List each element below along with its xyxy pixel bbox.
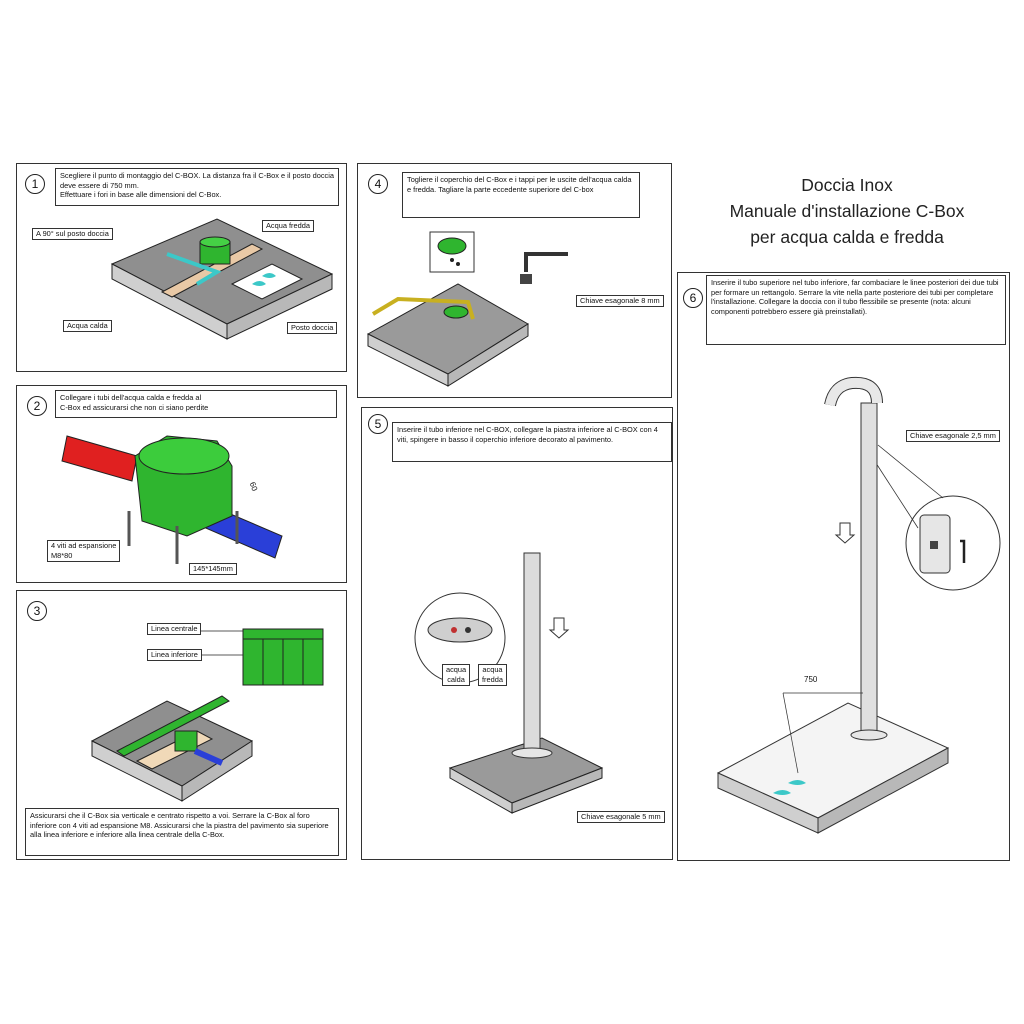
step-5-cold-water-label: acqua fredda xyxy=(478,664,507,686)
step-4-instructions: Togliere il coperchio del C-Box e i tapp… xyxy=(402,172,640,218)
step-4-illustration xyxy=(366,231,568,387)
step-1-hot-water-label: Acqua calda xyxy=(63,320,112,332)
step-4-panel: 4 Togliere il coperchio del C-Box e i ta… xyxy=(357,163,672,398)
step-1-number: 1 xyxy=(25,174,45,194)
step-1-angle-label: A 90° sul posto doccia xyxy=(32,228,113,240)
step-5-illustration xyxy=(414,552,604,814)
step-1-instructions: Scegliere il punto di montaggio del C-BO… xyxy=(55,168,339,206)
step-3-instructions: Assicurarsi che il C-Box sia verticale e… xyxy=(25,808,339,856)
step-2-illustration xyxy=(61,435,283,564)
step-4-number: 4 xyxy=(368,174,388,194)
step-3-center-line-label: Linea centrale xyxy=(147,623,202,635)
title-line-1: Doccia Inox xyxy=(801,175,893,195)
step-5-hot-water-label: acqua calda xyxy=(442,664,471,686)
step-5-instructions: Inserire il tubo inferiore nel C-BOX, co… xyxy=(392,422,672,462)
manual-title: Doccia Inox Manuale d'installazione C-Bo… xyxy=(692,172,1002,250)
step-1-shower-spot-label: Posto doccia xyxy=(287,322,338,334)
step-3-panel: 3 Linea centrale Linea inferiore Assicur… xyxy=(16,590,347,860)
step-6-panel: 6 Inserire il tubo superiore nel tubo in… xyxy=(677,272,1010,861)
step-2-instructions: Collegare i tubi dell'acqua calda e fred… xyxy=(55,390,337,418)
step-1-panel: 1 Scegliere il punto di montaggio del C-… xyxy=(16,163,347,372)
step-6-number: 6 xyxy=(683,288,703,308)
title-line-2: Manuale d'installazione C-Box xyxy=(729,201,965,221)
step-3-illustration xyxy=(90,628,324,802)
step-6-illustration xyxy=(716,376,1001,834)
step-5-number: 5 xyxy=(368,414,388,434)
title-line-3: per acqua calda e fredda xyxy=(750,227,944,247)
step-6-distance-label: 750 xyxy=(804,675,818,684)
step-1-cold-water-label: Acqua fredda xyxy=(262,220,314,232)
step-2-number: 2 xyxy=(27,396,47,416)
step-6-hex-key-label: Chiave esagonale 2,5 mm xyxy=(906,430,1000,442)
step-3-lower-line-label: Linea inferiore xyxy=(147,649,202,661)
step-2-screws-label: 4 viti ad espansione M8*80 xyxy=(47,540,121,562)
step-2-panel: 2 Collegare i tubi dell'acqua calda e fr… xyxy=(16,385,347,583)
step-5-panel: 5 Inserire il tubo inferiore nel C-BOX, … xyxy=(361,407,673,860)
step-2-size-label: 145*145mm xyxy=(189,563,237,575)
step-1-illustration xyxy=(110,218,334,340)
step-3-number: 3 xyxy=(27,601,47,621)
step-5-hex-key-label: Chiave esagonale 5 mm xyxy=(577,811,665,823)
step-4-hex-key-label: Chiave esagonale 8 mm xyxy=(576,295,664,307)
step-6-instructions: Inserire il tubo superiore nel tubo infe… xyxy=(706,275,1006,345)
